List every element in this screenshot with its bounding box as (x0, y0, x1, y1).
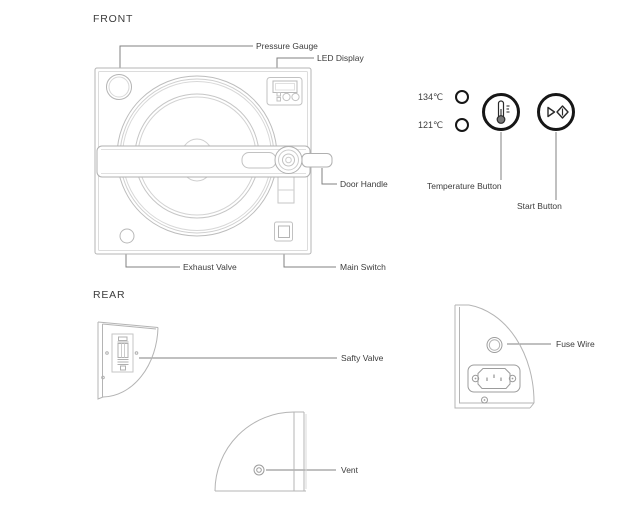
door-handle-label: Door Handle (340, 179, 388, 189)
thermometer-icon (496, 100, 510, 124)
pressure-gauge-label: Pressure Gauge (256, 41, 318, 51)
rear-right-panel-drawing (454, 304, 535, 409)
exhaust-valve-drawing (119, 228, 135, 244)
main-switch-label: Main Switch (340, 262, 386, 272)
door-handle-leader (321, 168, 337, 185)
fuse-wire-label: Fuse Wire (556, 339, 595, 349)
rear-right-panel-outline (454, 304, 535, 409)
pressure-gauge-leader (119, 45, 253, 77)
temperature-button-label: Temperature Button (427, 181, 502, 191)
temp-121-indicator (455, 118, 469, 132)
safety-valve-label: Safty Valve (341, 353, 384, 363)
temp-134-label: 134℃ (418, 92, 444, 102)
door-handle-drawing (96, 145, 333, 204)
pressure-gauge-drawing (106, 74, 132, 100)
power-socket-drawing (467, 364, 521, 393)
front-section-title: FRONT (93, 13, 134, 25)
safety-valve-drawing (101, 333, 139, 380)
exhaust-valve-label: Exhaust Valve (183, 262, 237, 272)
start-button (537, 93, 575, 131)
panel-screw-drawing (481, 396, 488, 404)
rear-left-panel-outline (97, 321, 159, 400)
vent-panel-drawing (214, 411, 307, 492)
vent-hole-drawing (253, 464, 265, 476)
front-view-drawing (94, 67, 333, 255)
main-switch-drawing (274, 221, 293, 242)
temp-121-label: 121℃ (418, 120, 444, 130)
fuse-holder-drawing (486, 337, 503, 353)
vent-panel-outline (214, 411, 307, 492)
temperature-button (482, 93, 520, 131)
start-button-label: Start Button (517, 201, 562, 211)
play-diamond-icon (547, 105, 569, 119)
vent-label: Vent (341, 465, 359, 475)
temp-134-indicator (455, 90, 469, 104)
rear-section-title: REAR (93, 289, 126, 301)
rear-left-panel-drawing (97, 321, 159, 400)
led-display-label: LED Display (317, 53, 364, 63)
led-display-drawing (266, 77, 303, 106)
